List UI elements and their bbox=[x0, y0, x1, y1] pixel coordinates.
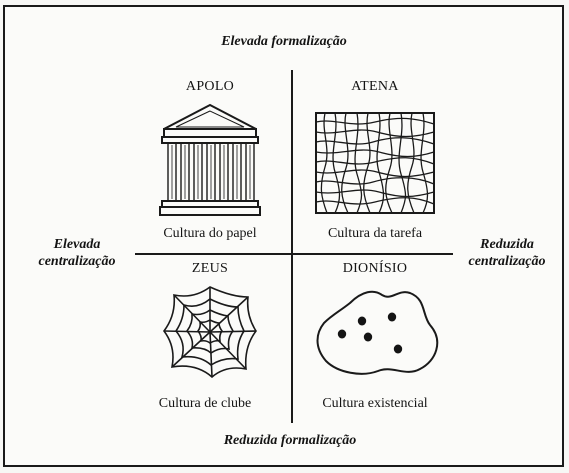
god-label-apolo: APOLO bbox=[185, 79, 235, 94]
left-axis-label-line2: centralização bbox=[38, 254, 116, 269]
vertical-divider bbox=[291, 70, 293, 423]
left-axis-label: Elevada centralização bbox=[22, 236, 132, 270]
right-axis-label-line2: centralização bbox=[468, 254, 546, 269]
net-grid-icon bbox=[315, 112, 435, 214]
horizontal-divider bbox=[135, 253, 453, 255]
spider-web-icon bbox=[163, 286, 257, 379]
god-label-atena: ATENA bbox=[351, 79, 399, 94]
right-axis-label-line1: Reduzida bbox=[480, 237, 534, 252]
god-label-dionisio: DIONÍSIO bbox=[342, 261, 408, 276]
culture-caption-tarefa: Cultura da tarefa bbox=[327, 226, 423, 241]
dotted-blob-icon bbox=[316, 290, 439, 375]
left-axis-label-line1: Elevada bbox=[53, 237, 101, 252]
bottom-axis-label: Reduzida formalização bbox=[223, 433, 357, 448]
right-axis-label: Reduzida centralização bbox=[452, 236, 562, 270]
greek-temple-icon bbox=[159, 103, 261, 216]
diagram-frame bbox=[3, 5, 564, 467]
culture-caption-clube: Cultura de clube bbox=[158, 396, 252, 411]
culture-caption-existencial: Cultura existencial bbox=[322, 396, 428, 411]
top-axis-label: Elevada formalização bbox=[221, 34, 347, 49]
god-label-zeus: ZEUS bbox=[191, 261, 229, 276]
culture-caption-papel: Cultura do papel bbox=[163, 226, 257, 241]
